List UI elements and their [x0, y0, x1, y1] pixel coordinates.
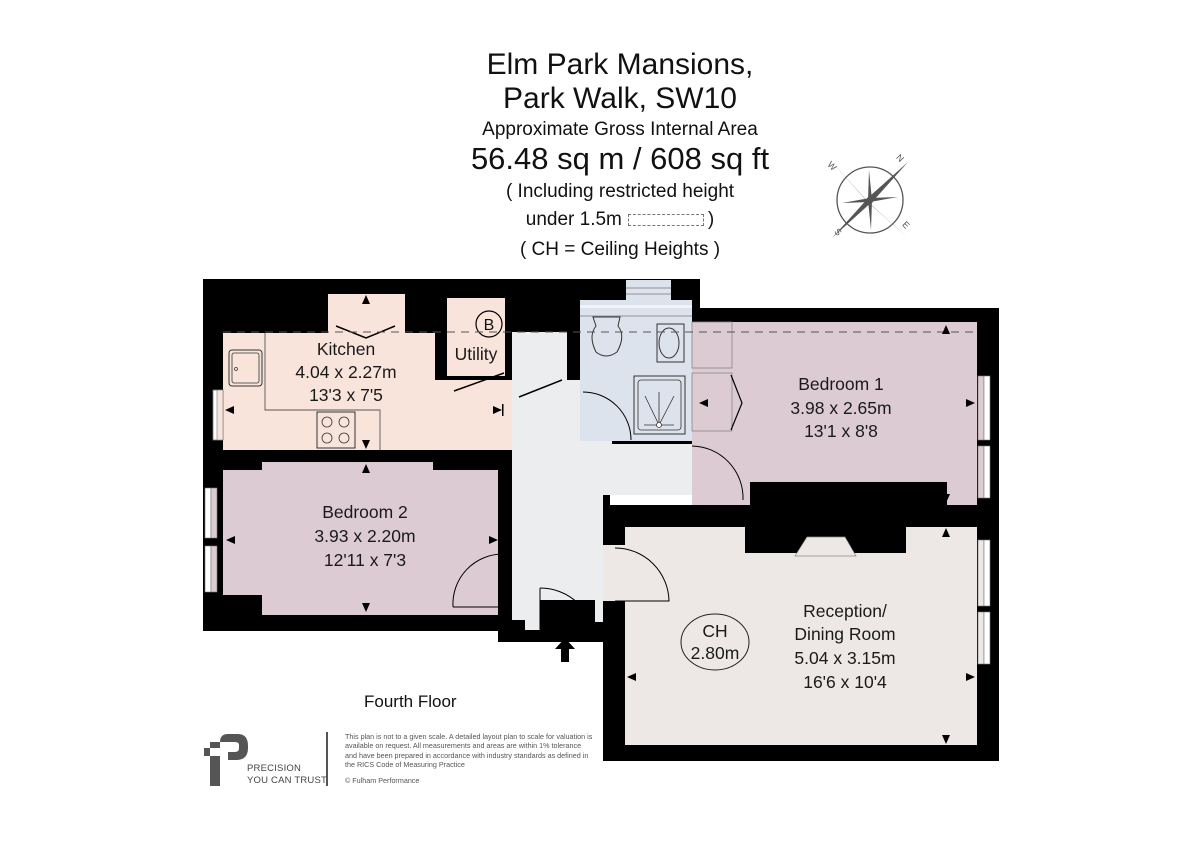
- boiler-marker: B: [484, 317, 495, 334]
- ceiling-height-note: ( CH = Ceiling Heights ): [519, 239, 721, 260]
- reception-imperial: 16'6 x 10'4: [803, 672, 887, 692]
- plan-header: Elm Park Mansions, Park Walk, SW10 Appro…: [380, 48, 860, 262]
- utility: B Utility: [447, 298, 563, 398]
- compass-west: W: [825, 159, 838, 172]
- compass-south: S: [832, 226, 843, 237]
- bedroom-2-metric: 3.93 x 2.20m: [314, 526, 415, 546]
- logo-divider: [326, 732, 328, 786]
- logo-line1: PRECISION: [247, 763, 302, 774]
- hallway: [512, 380, 692, 630]
- area-label: Approximate Gross Internal Area: [482, 119, 758, 140]
- property-title-line2: Park Walk, SW10: [503, 82, 737, 115]
- kitchen-name: Kitchen: [317, 339, 375, 359]
- reception-name-line2: Dining Room: [794, 624, 895, 644]
- area-value: 56.48 sq m / 608 sq ft: [470, 141, 770, 176]
- toilet-icon: [591, 316, 623, 357]
- ceiling-height-label: CH: [702, 621, 727, 641]
- precision-logo-icon: [204, 734, 248, 786]
- logo-text: PRECISION YOU CAN TRUST: [247, 763, 327, 787]
- restricted-height-note-line2: under 1.5m): [380, 208, 860, 232]
- bedroom-1-name: Bedroom 1: [798, 374, 884, 394]
- reception-name-line1: Reception/: [803, 601, 887, 621]
- hob-icon: [316, 411, 356, 449]
- bedroom-1: Bedroom 1 3.98 x 2.65m 13'1 x 8'8: [691, 321, 991, 505]
- property-title-line1: Elm Park Mansions,: [486, 48, 754, 81]
- bedroom-2: Bedroom 2 3.93 x 2.20m 12'11 x 7'3: [204, 462, 504, 615]
- ceiling-height-value: 2.80m: [691, 643, 740, 663]
- utility-name: Utility: [455, 344, 498, 364]
- bedroom-2-name: Bedroom 2: [322, 502, 408, 522]
- kitchen-metric: 4.04 x 2.27m: [295, 362, 396, 382]
- entrance-arrow-icon: [555, 638, 575, 662]
- compass-north: N: [894, 152, 906, 164]
- compass-icon: N E S W: [825, 152, 912, 238]
- kitchen: Kitchen 4.04 x 2.27m 13'3 x 7'5: [212, 294, 512, 450]
- disclaimer-text: This plan is not to a given scale. A det…: [345, 732, 593, 770]
- bedroom-1-metric: 3.98 x 2.65m: [790, 398, 891, 418]
- copyright-text: © Fulham Performance: [345, 776, 420, 785]
- restricted-height-close: ): [707, 209, 715, 230]
- dimension-arrows: [225, 295, 975, 744]
- restricted-height-note-line1: ( Including restricted height: [505, 181, 735, 202]
- bathroom: [580, 280, 692, 441]
- floor-label: Fourth Floor: [364, 692, 457, 711]
- hallway-closet: [512, 332, 567, 382]
- logo-line2: YOU CAN TRUST: [247, 775, 328, 786]
- kitchen-imperial: 13'3 x 7'5: [309, 385, 383, 405]
- reception-metric: 5.04 x 3.15m: [794, 648, 895, 668]
- restricted-height-legend-swatch: [627, 213, 704, 226]
- sink-icon: [656, 323, 685, 363]
- shower-icon: [633, 375, 686, 435]
- bedroom-1-imperial: 13'1 x 8'8: [804, 421, 878, 441]
- compass-east: E: [900, 219, 911, 230]
- bedroom-2-imperial: 12'11 x 7'3: [324, 550, 406, 570]
- reception-dining-room: CH 2.80m Reception/ Dining Room 5.04 x 3…: [603, 527, 991, 745]
- entrance-door: [539, 587, 596, 641]
- restricted-height-text: under 1.5m: [525, 209, 622, 230]
